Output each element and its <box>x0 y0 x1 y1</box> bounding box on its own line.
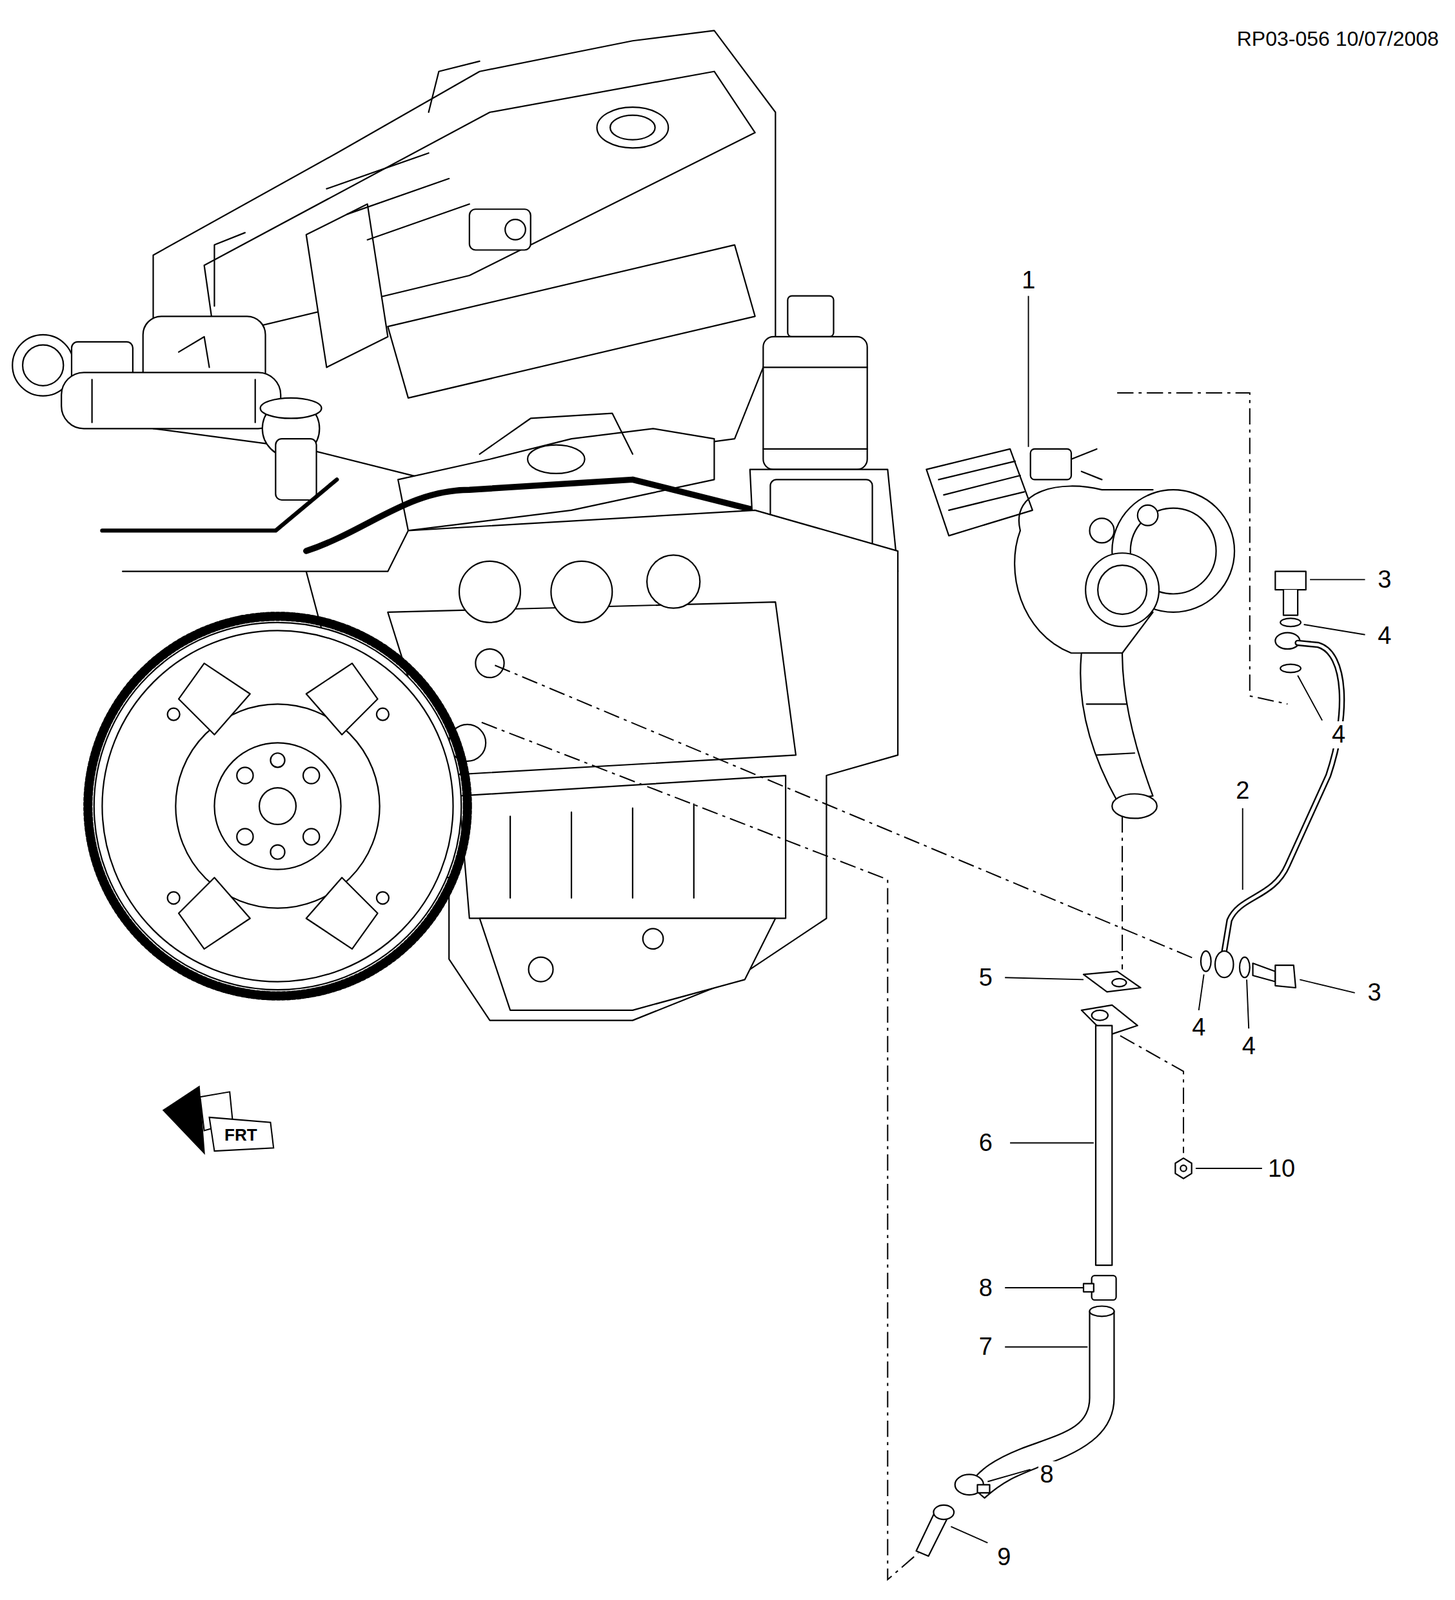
callout-number: 3 <box>1375 566 1394 594</box>
callout-number: 3 <box>1365 979 1383 1007</box>
callout-number: 4 <box>1375 622 1394 650</box>
callout-number: 1 <box>1019 267 1038 295</box>
callout-number: 7 <box>977 1333 995 1361</box>
callout-number: 5 <box>977 964 995 992</box>
callout-number: 9 <box>995 1543 1013 1571</box>
callout-number: 4 <box>1240 1032 1258 1060</box>
drawing-reference: RP03-056 10/07/2008 <box>1235 27 1441 51</box>
callout-number: 8 <box>1038 1460 1056 1488</box>
callout-number: 10 <box>1266 1155 1297 1183</box>
callout-number: 6 <box>977 1129 995 1157</box>
direction-mark: FRT <box>222 1125 260 1145</box>
callout-number: 2 <box>1233 777 1252 805</box>
callout-number: 4 <box>1189 1013 1208 1041</box>
callout-number: 4 <box>1329 721 1348 749</box>
callout-number: 8 <box>977 1274 995 1302</box>
